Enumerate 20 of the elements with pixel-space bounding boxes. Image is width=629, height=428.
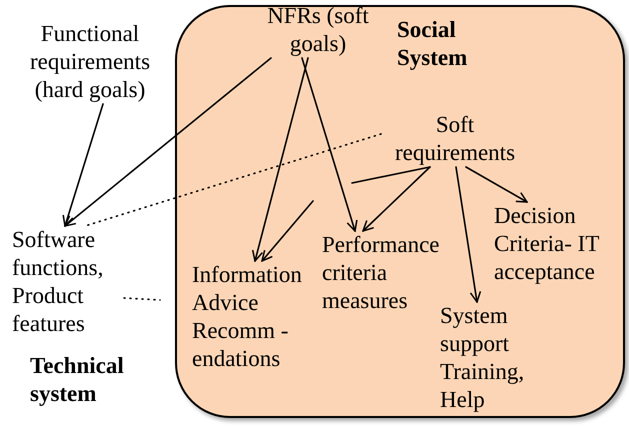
arrow	[455, 166, 482, 303]
node-label: NFRs (soft goals)	[257, 2, 379, 58]
arrow	[465, 166, 528, 203]
arrow	[252, 57, 309, 262]
social-system-box	[175, 5, 625, 418]
dotted-line	[123, 297, 161, 301]
arrow	[362, 166, 431, 232]
node-label: Functional requirements (hard goals)	[12, 20, 168, 104]
arrow	[62, 103, 104, 227]
node-label: Software functions, Product features	[12, 226, 124, 338]
arrow	[64, 57, 272, 227]
box-title: Social System	[397, 16, 468, 72]
dotted-line	[84, 133, 382, 227]
node-label: Information Advice Recomm -endations	[192, 261, 324, 373]
arrow	[261, 200, 314, 262]
node-label: System support Training, Help	[440, 302, 538, 414]
arrow	[301, 57, 358, 232]
node-label: Soft requirements	[381, 111, 529, 167]
section-heading: Technical system	[30, 352, 125, 408]
node-label: Decision Criteria- IT acceptance	[494, 202, 616, 286]
